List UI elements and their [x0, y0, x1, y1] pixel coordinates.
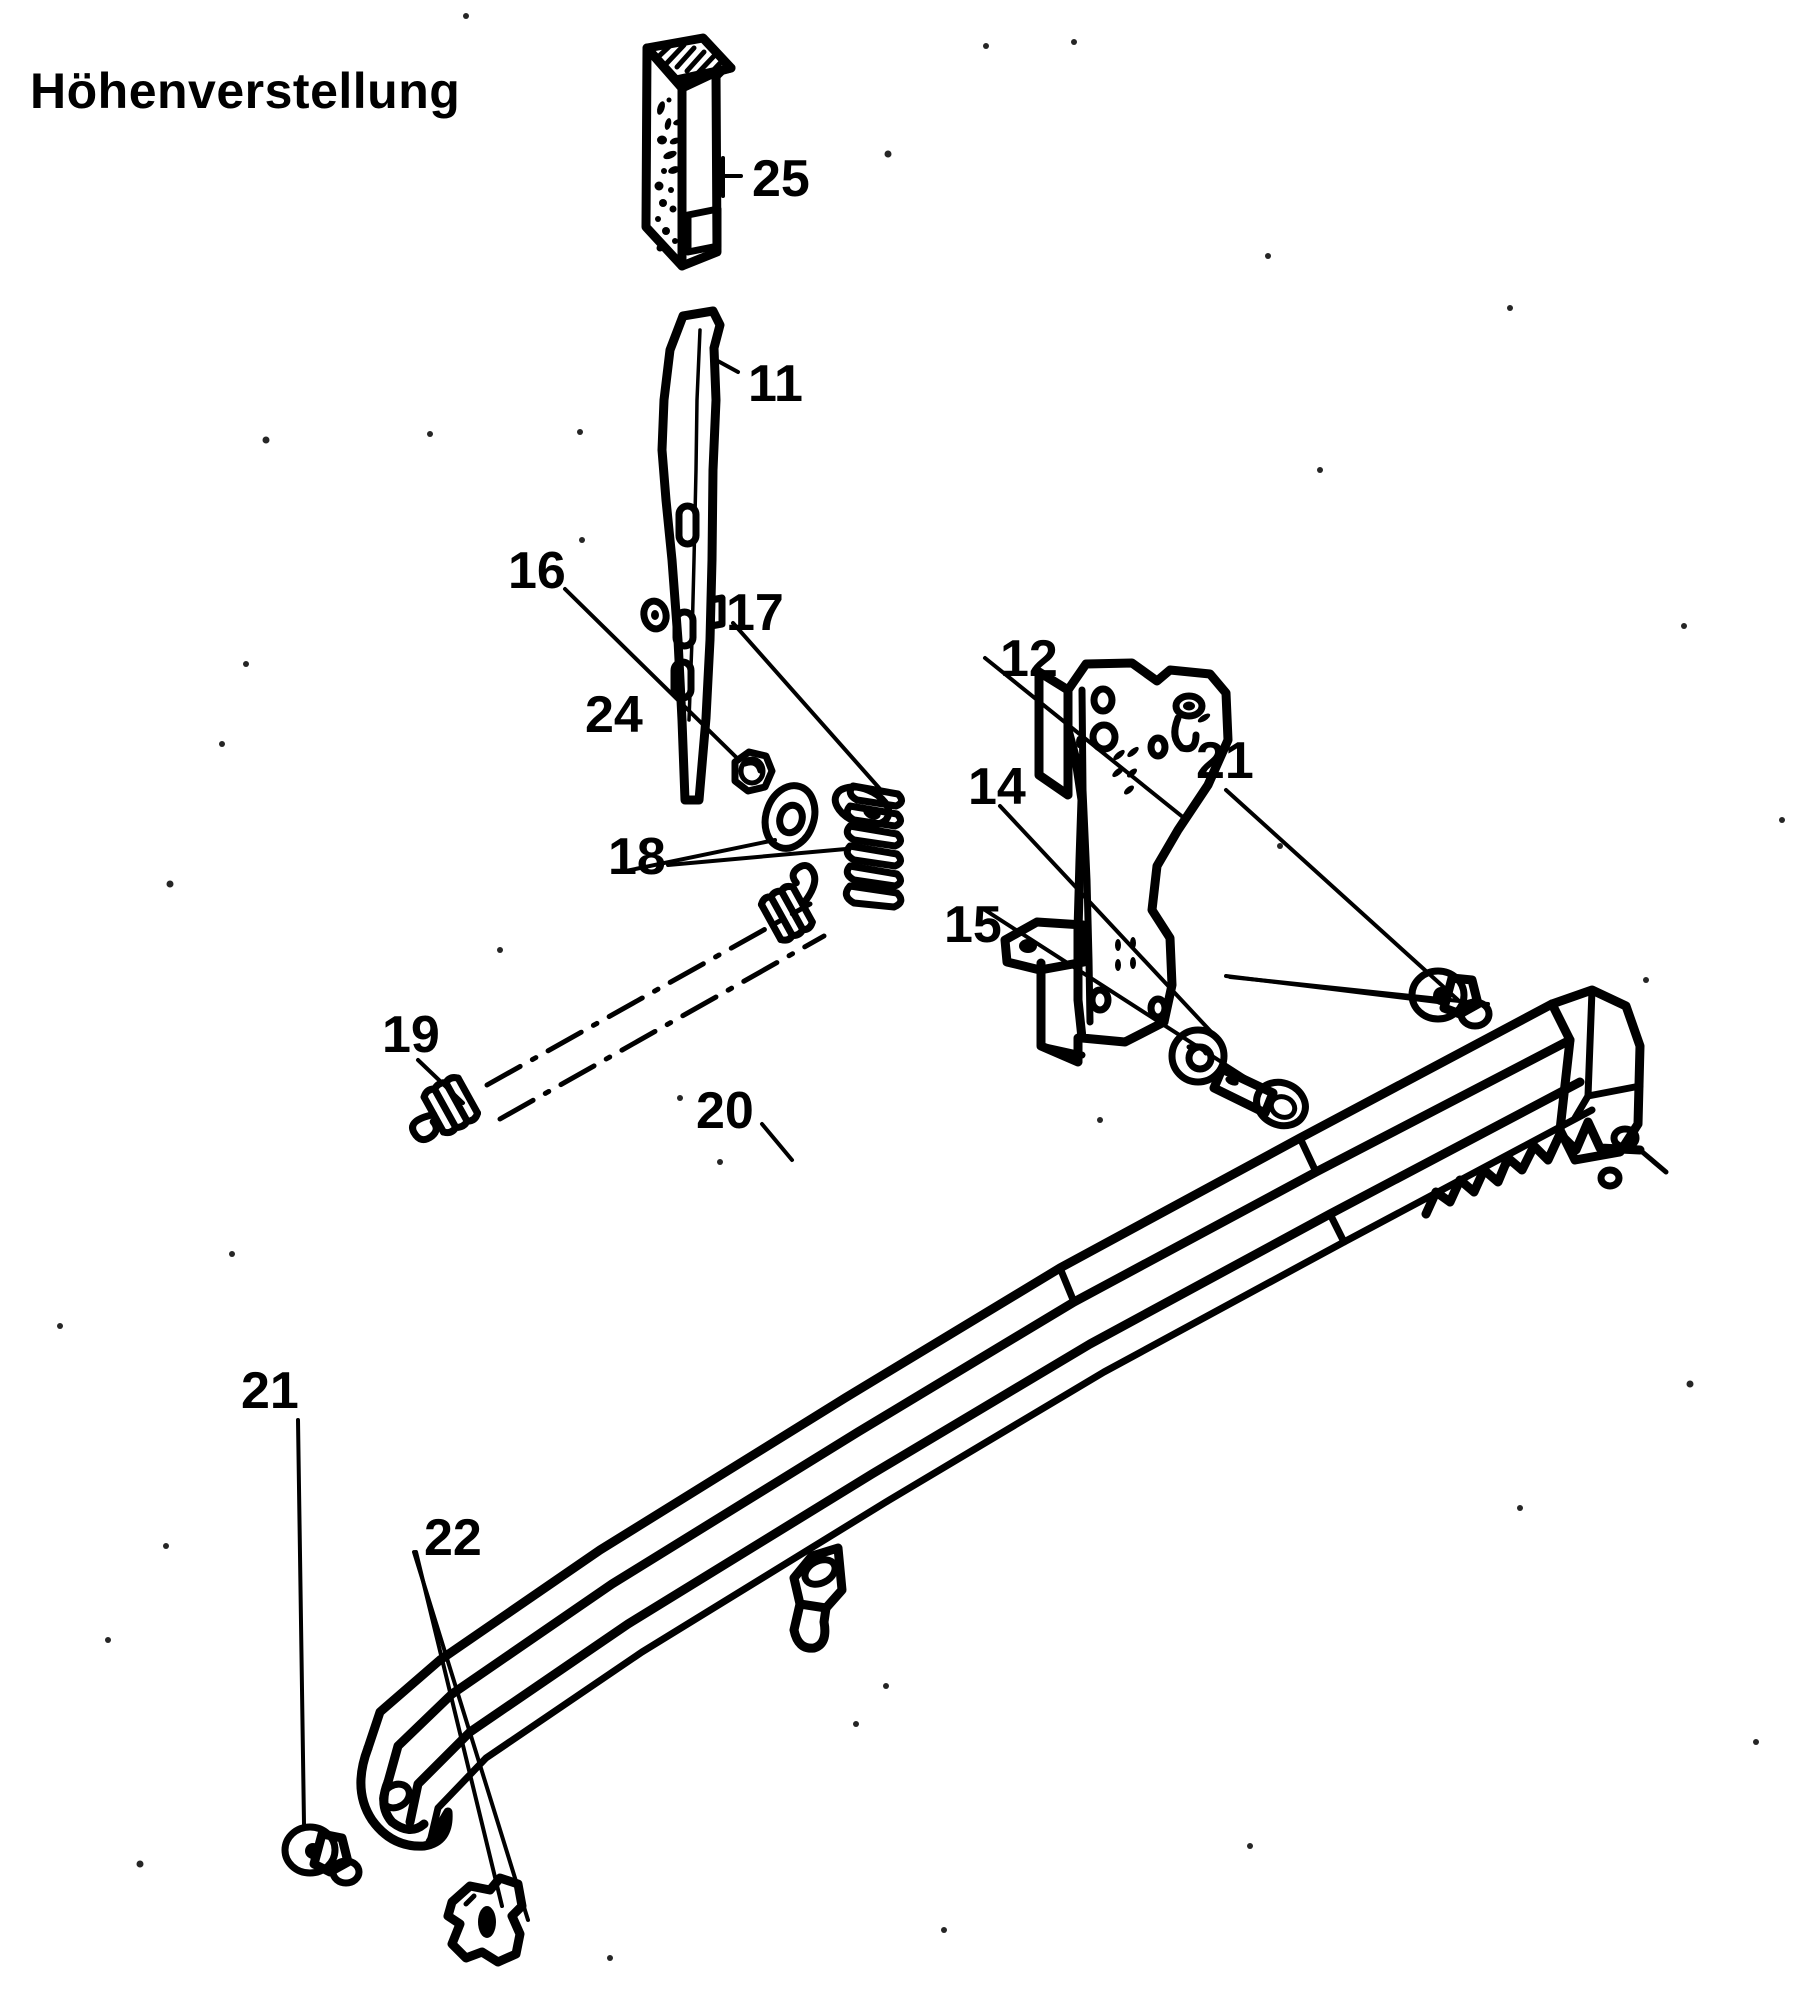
part-25-handle-grip: 25 [641, 33, 810, 271]
leader-21-upper [1224, 788, 1460, 1002]
part-11-adjustment-lever: 11 [640, 306, 803, 805]
callout-label-18: 18 [608, 828, 666, 886]
part-21-shoulder-bolt-upper: 21 [1196, 732, 1493, 1030]
callout-label-11: 11 [748, 355, 803, 413]
callout-label-19: 19 [382, 1006, 440, 1064]
page-title: Höhenverstellung [30, 63, 460, 119]
callout-label-20: 20 [696, 1082, 754, 1140]
part-21-shoulder-bolt-lower: 21 [241, 1362, 363, 1887]
part-15-hex-bolt: 15 [944, 896, 1309, 1130]
callout-label-25: 25 [752, 150, 810, 208]
callout-label-21-upper: 21 [1196, 732, 1254, 790]
callout-label-15: 15 [944, 896, 1002, 954]
callout-label-21-lower: 21 [241, 1362, 299, 1420]
callout-label-17: 17 [726, 584, 784, 642]
callout-label-16: 16 [508, 542, 566, 600]
part-17-lever-pin: 17 [726, 584, 893, 829]
part-18-compression-spring: 18 [608, 782, 905, 911]
callout-label-24: 24 [585, 686, 643, 744]
part-16-hex-nut: 16 [508, 542, 776, 795]
scan-speckles [57, 13, 1785, 1961]
callout-label-12: 12 [1000, 630, 1058, 688]
callout-label-22: 22 [424, 1509, 482, 1567]
part-12-mounting-bracket: 12 [983, 630, 1233, 1067]
part-22-retaining-clip: 22 [412, 1509, 530, 1967]
part-24-flat-washer: 24 [585, 686, 819, 874]
callout-label-14: 14 [968, 758, 1026, 816]
part-20-height-adjust-bar: 20 [356, 985, 1669, 1851]
part-19-tension-spring-rod: 19 [382, 862, 827, 1144]
part-14-washer: 14 [968, 758, 1228, 1086]
